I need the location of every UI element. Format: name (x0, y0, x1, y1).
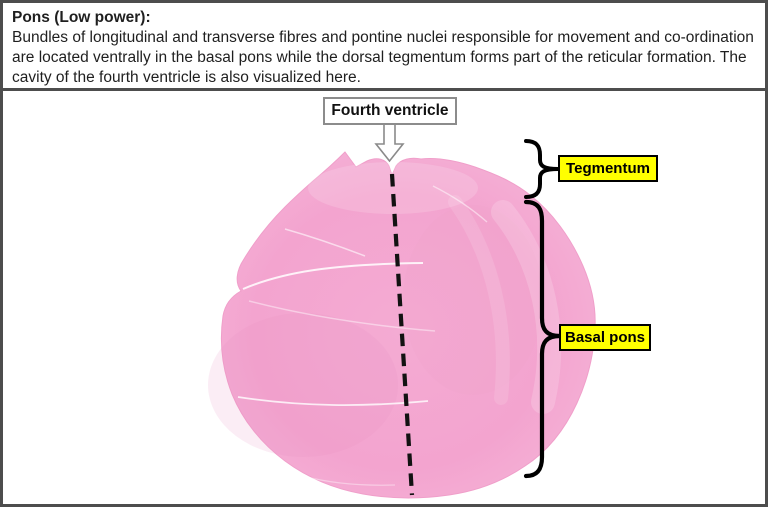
header: Pons (Low power): Bundles of longitudina… (3, 3, 765, 93)
header-separator (0, 88, 768, 91)
pons-micrograph (208, 120, 596, 499)
header-description: Bundles of longitudinal and transverse f… (12, 29, 754, 86)
midline-dashed-line (389, 173, 415, 496)
fourth-ventricle-arrow-icon (374, 120, 405, 163)
tegmentum-label: Tegmentum (558, 155, 658, 182)
fourth-ventricle-label: Fourth ventricle (323, 97, 457, 125)
figure-area: Fourth ventricle Tegmentum Basal pons (3, 91, 765, 504)
page-title: Pons (Low power): (12, 9, 151, 26)
tegmentum-brace (524, 139, 559, 199)
basal-pons-label: Basal pons (559, 324, 651, 351)
